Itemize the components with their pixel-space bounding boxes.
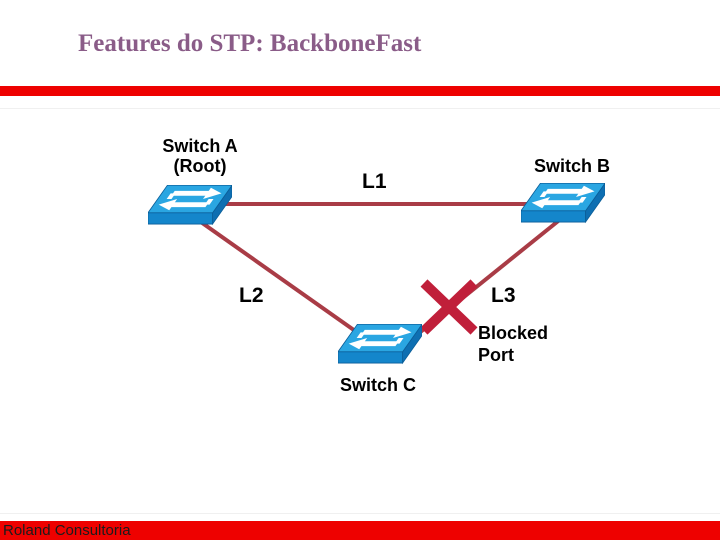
switch-c-name: Switch C [339, 375, 416, 395]
content-bottom-divider [0, 513, 720, 514]
blocked-port-x-icon [420, 279, 478, 335]
page-title: Features do STP: BackboneFast [78, 30, 422, 57]
content-top-divider [0, 108, 720, 109]
link-l2-label: L2 [239, 284, 264, 307]
switch-b-name: Switch B [533, 156, 610, 176]
footer-text: Roland Consultoria [3, 522, 131, 539]
switch-c-icon [338, 324, 422, 365]
footer-bar: Roland Consultoria [0, 521, 720, 540]
switch-a-role: (Root) [173, 156, 227, 176]
switch-b-label: Switch B [512, 156, 632, 176]
blocked-port-label: Blocked Port [478, 323, 549, 365]
link-l1-label: L1 [362, 170, 387, 193]
switch-a-name: Switch A [162, 136, 238, 156]
switch-a-label: Switch A (Root) [140, 136, 260, 176]
link-l3-label: L3 [491, 284, 516, 307]
switch-b-icon [521, 183, 605, 224]
switch-c-label: Switch C [318, 375, 438, 395]
switch-a-icon [148, 185, 232, 226]
header-accent-bar [0, 86, 720, 96]
link-l2-line [196, 218, 370, 342]
